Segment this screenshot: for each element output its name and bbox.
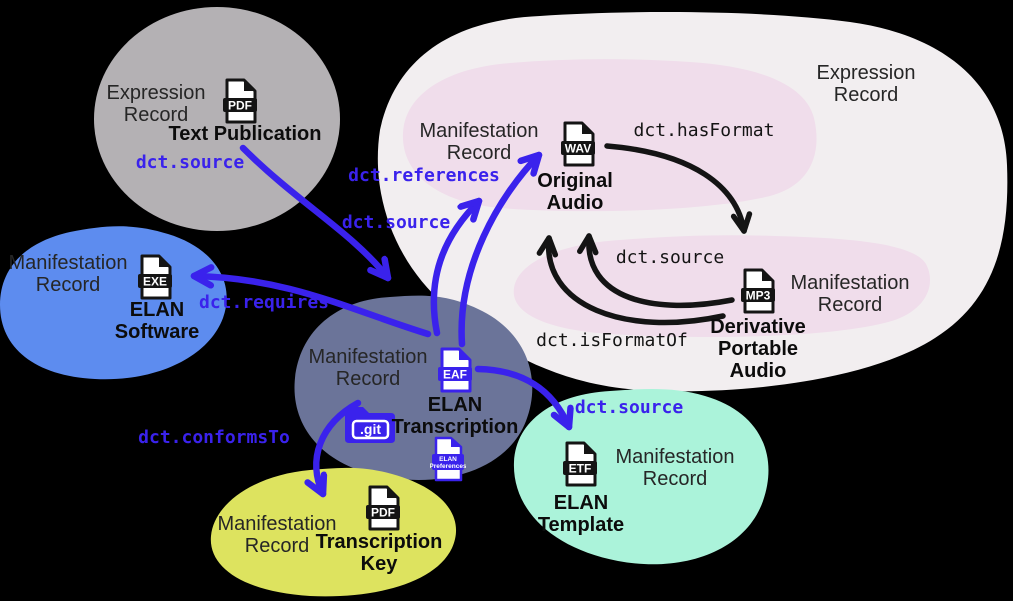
arrow-source-mp3-to-wav — [577, 233, 735, 308]
audio-expression-record-type: Expression Record — [816, 62, 916, 106]
arrow-references — [430, 197, 483, 337]
svg-text:MP3: MP3 — [746, 289, 771, 303]
derivative-audio-record-type: Manifestation Record — [790, 272, 910, 316]
git-folder-icon: .git — [345, 407, 395, 443]
text-publication-record-type: Expression Record — [106, 82, 206, 126]
svg-text:Preferences: Preferences — [430, 463, 466, 470]
svg-text:EXE: EXE — [143, 275, 167, 289]
relation-conforms-to-label: dct.conformsTo — [138, 427, 290, 448]
arrow-requires — [190, 276, 432, 338]
pdf-key-file-icon: PDF — [366, 485, 400, 531]
derivative-audio-title: Derivative Portable Audio — [710, 316, 806, 382]
svg-text:EAF: EAF — [443, 368, 467, 382]
relation-has-format-label: dct.hasFormat — [633, 120, 775, 141]
original-audio-record-type: Manifestation Record — [419, 120, 539, 164]
elan-transcription-title: ELAN Transcription — [391, 394, 519, 438]
original-audio-title: Original Audio — [537, 170, 613, 214]
etf-file-icon: ETF — [563, 441, 597, 487]
svg-text:WAV: WAV — [565, 142, 591, 156]
relation-source-mp3-to-wav-label: dct.source — [615, 247, 725, 268]
elan-template-title: ELAN Template — [537, 492, 625, 536]
svg-text:PDF: PDF — [371, 506, 395, 520]
relation-source-to-original-audio-label: dct.source — [341, 212, 451, 233]
elan-software-blob — [0, 226, 227, 380]
derivative-audio-blob — [513, 235, 931, 338]
relation-source-from-text-publication-label: dct.source — [135, 152, 245, 173]
arrow-source-to-template — [474, 365, 569, 431]
arrow-source-from-text-publication — [239, 144, 392, 282]
text-publication-blob — [94, 7, 340, 231]
elan-template-blob — [513, 388, 769, 565]
original-audio-blob — [402, 59, 817, 212]
svg-text:ETF: ETF — [569, 462, 592, 476]
elan-preferences-file-icon: ELAN Preferences — [430, 436, 466, 482]
elan-transcription-record-type: Manifestation Record — [308, 346, 428, 390]
wav-file-icon: WAV — [561, 121, 595, 167]
text-publication-title: Text Publication — [168, 123, 322, 145]
relation-source-to-template-label: dct.source — [574, 397, 684, 418]
elan-software-title: ELAN Software — [114, 299, 200, 343]
transcription-key-title: Transcription Key — [315, 531, 443, 575]
mp3-file-icon: MP3 — [741, 268, 775, 314]
transcription-key-record-type: Manifestation Record — [217, 513, 337, 557]
arrow-source-to-original-audio — [458, 151, 543, 348]
arrow-has-format — [604, 143, 753, 234]
relation-is-format-of-label: dct.isFormatOf — [536, 330, 688, 351]
elan-software-record-type: Manifestation Record — [8, 252, 128, 296]
arrow-is-format-of — [536, 235, 726, 326]
eaf-file-icon: EAF — [438, 347, 472, 393]
pdf-file-icon: PDF — [223, 78, 257, 124]
exe-file-icon: EXE — [138, 254, 172, 300]
svg-text:PDF: PDF — [228, 99, 252, 113]
elan-template-record-type: Manifestation Record — [615, 446, 735, 490]
relation-references-label: dct.references — [348, 165, 500, 186]
svg-text:.git: .git — [360, 421, 381, 437]
relation-requires-label: dct.requires — [198, 292, 330, 313]
svg-text:ELAN: ELAN — [439, 456, 457, 463]
